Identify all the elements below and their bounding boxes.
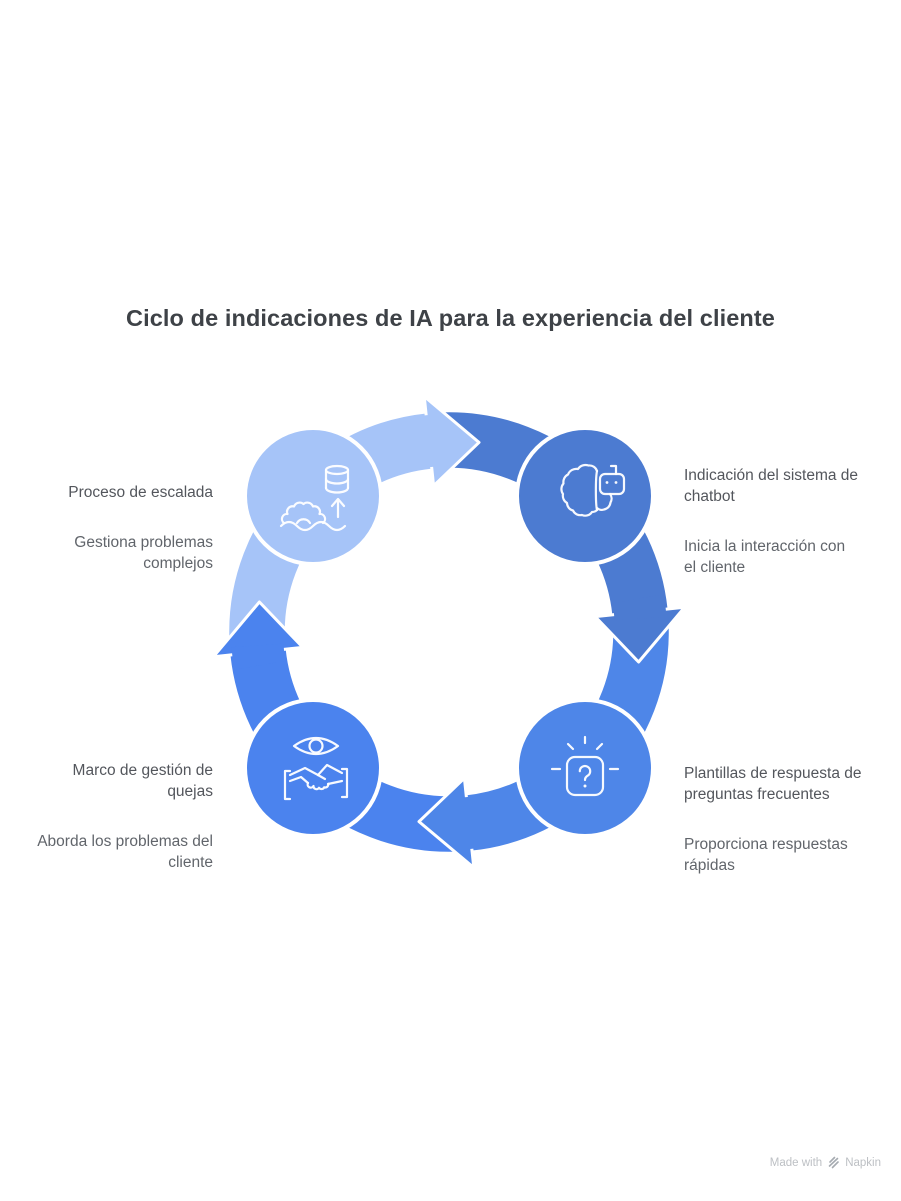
- node-label-top-left: Proceso de escalada Gestiona problemas c…: [0, 461, 213, 595]
- watermark-prefix: Made with: [769, 1156, 823, 1169]
- node-circle-bottom-right: [515, 698, 655, 838]
- diagram-title: Ciclo de indicaciones de IA para la expe…: [126, 305, 775, 331]
- arrow-top-seam: [411, 414, 438, 469]
- node-heading-top-right: Indicación del sistema de chatbot: [684, 467, 859, 505]
- node-description-top-left: Gestiona problemas complejos: [74, 534, 213, 572]
- escalation-gear-database-icon: [279, 464, 350, 532]
- node-circle-top-left: [243, 426, 383, 566]
- watermark: Made with Napkin: [770, 1156, 881, 1169]
- eye-handshake-icon: [283, 736, 349, 801]
- node-heading-top-left: Proceso de escalada: [68, 484, 213, 501]
- arrow-left-seam: [231, 643, 286, 670]
- watermark-brand: Napkin: [845, 1156, 881, 1169]
- napkin-logo-icon: [828, 1156, 839, 1169]
- node-heading-bottom-left: Marco de gestión de quejas: [72, 762, 213, 800]
- node-description-bottom-left: Aborda los problemas del cliente: [37, 833, 213, 871]
- node-description-bottom-right: Proporciona respuestas rápidas: [684, 836, 848, 874]
- node-circle-top-right: [515, 426, 655, 566]
- faq-question-icon: [550, 735, 620, 797]
- node-heading-bottom-right: Plantillas de respuesta de preguntas fre…: [684, 765, 862, 803]
- arrow-right-seam: [612, 594, 667, 621]
- node-circle-bottom-left: [243, 698, 383, 838]
- node-description-top-right: Inicia la interacción con el cliente: [684, 538, 846, 576]
- node-label-bottom-left: Marco de gestión de quejas Aborda los pr…: [0, 739, 213, 894]
- node-label-bottom-right: Plantillas de respuesta de preguntas fre…: [684, 742, 901, 897]
- chatbot-brain-icon: [560, 463, 626, 517]
- node-label-top-right: Indicación del sistema de chatbot Inicia…: [684, 444, 901, 599]
- arrow-bottom-seam: [460, 795, 487, 850]
